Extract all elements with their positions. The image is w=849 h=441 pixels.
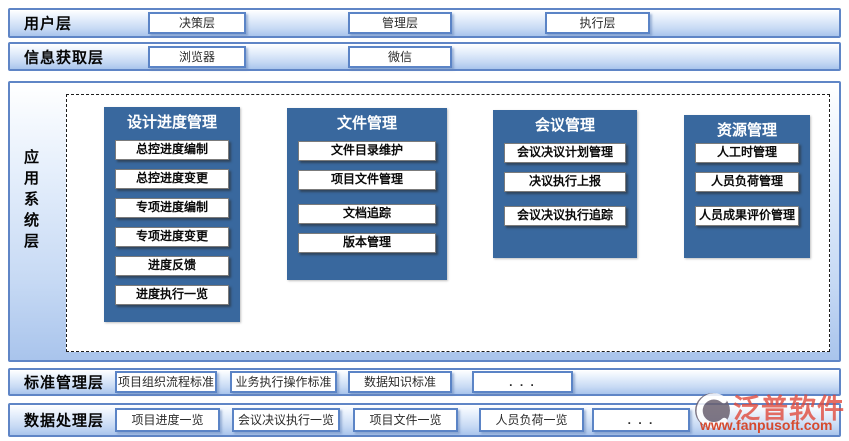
resource-management-column: 资源管理 人工时管理 人员负荷管理 人员成果评价管理	[684, 115, 810, 258]
version-management-button[interactable]: 版本管理	[298, 233, 436, 253]
application-system-band: 应用系统层 设计进度管理 总控进度编制 总控进度变更 专项进度编制 专项进度变更…	[8, 81, 841, 362]
special-schedule-creation-button[interactable]: 专项进度编制	[115, 198, 229, 218]
project-progress-overview-button[interactable]: 项目进度一览	[115, 408, 220, 432]
personnel-evaluation-button[interactable]: 人员成果评价管理	[695, 206, 799, 226]
file-management-column: 文件管理 文件目录维护 项目文件管理 文档追踪 版本管理	[287, 108, 447, 280]
decision-layer-button[interactable]: 决策层	[148, 12, 246, 34]
application-system-label: 应用系统层	[23, 149, 39, 250]
meeting-management-title: 会议管理	[534, 117, 595, 134]
info-acquisition-band: 信息获取层 浏览器 微信	[8, 42, 841, 71]
standard-management-label: 标准管理层	[24, 374, 105, 392]
fanpu-brand-text: 泛普软件	[733, 394, 845, 424]
master-schedule-creation-button[interactable]: 总控进度编制	[115, 140, 229, 160]
data-more-button[interactable]: . . .	[592, 408, 690, 432]
file-management-title: 文件管理	[336, 115, 397, 132]
man-hour-management-button[interactable]: 人工时管理	[695, 143, 799, 163]
data-knowledge-standard-button[interactable]: 数据知识标准	[348, 371, 452, 393]
browser-button[interactable]: 浏览器	[148, 45, 246, 68]
personnel-load-management-button[interactable]: 人员负荷管理	[695, 172, 799, 192]
special-schedule-change-button[interactable]: 专项进度变更	[115, 227, 229, 247]
design-progress-column: 设计进度管理 总控进度编制 总控进度变更 专项进度编制 专项进度变更 进度反馈 …	[104, 107, 240, 322]
meeting-resolution-plan-button[interactable]: 会议决议计划管理	[504, 143, 626, 163]
wechat-button[interactable]: 微信	[348, 45, 452, 68]
user-layer-band: 用户层 决策层 管理层 执行层	[8, 8, 841, 38]
data-processing-band: 数据处理层 项目进度一览 会议决议执行一览 项目文件一览 人员负荷一览 . . …	[8, 403, 841, 437]
standard-management-band: 标准管理层 项目组织流程标准 业务执行操作标准 数据知识标准 . . .	[8, 368, 841, 396]
project-file-overview-button[interactable]: 项目文件一览	[353, 408, 458, 432]
master-schedule-change-button[interactable]: 总控进度变更	[115, 169, 229, 189]
meeting-resolution-overview-button[interactable]: 会议决议执行一览	[232, 408, 340, 432]
meeting-management-column: 会议管理 会议决议计划管理 决议执行上报 会议决议执行追踪	[493, 110, 637, 258]
resource-management-title: 资源管理	[716, 122, 777, 139]
management-layer-button[interactable]: 管理层	[348, 12, 452, 34]
file-directory-maintenance-button[interactable]: 文件目录维护	[298, 141, 436, 161]
fanpu-url-text: www.fanpusoft.com	[700, 417, 833, 433]
standard-more-button[interactable]: . . .	[472, 371, 573, 393]
project-org-process-standard-button[interactable]: 项目组织流程标准	[115, 371, 217, 393]
user-layer-label: 用户层	[24, 15, 73, 33]
execution-layer-button[interactable]: 执行层	[545, 12, 650, 34]
fanpu-logo-icon	[695, 393, 730, 429]
business-operation-standard-button[interactable]: 业务执行操作标准	[230, 371, 337, 393]
resolution-execution-tracking-button[interactable]: 会议决议执行追踪	[504, 206, 626, 226]
design-progress-title: 设计进度管理	[126, 114, 217, 131]
data-processing-label: 数据处理层	[24, 412, 105, 430]
progress-feedback-button[interactable]: 进度反馈	[115, 256, 229, 276]
fanpu-watermark: 泛普软件 www.fanpusoft.com	[692, 390, 848, 438]
project-file-management-button[interactable]: 项目文件管理	[298, 170, 436, 190]
document-tracking-button[interactable]: 文档追踪	[298, 204, 436, 224]
resolution-execution-report-button[interactable]: 决议执行上报	[504, 172, 626, 192]
info-acquisition-label: 信息获取层	[24, 49, 105, 66]
progress-execution-overview-button[interactable]: 进度执行一览	[115, 285, 229, 305]
personnel-load-overview-button[interactable]: 人员负荷一览	[479, 408, 584, 432]
